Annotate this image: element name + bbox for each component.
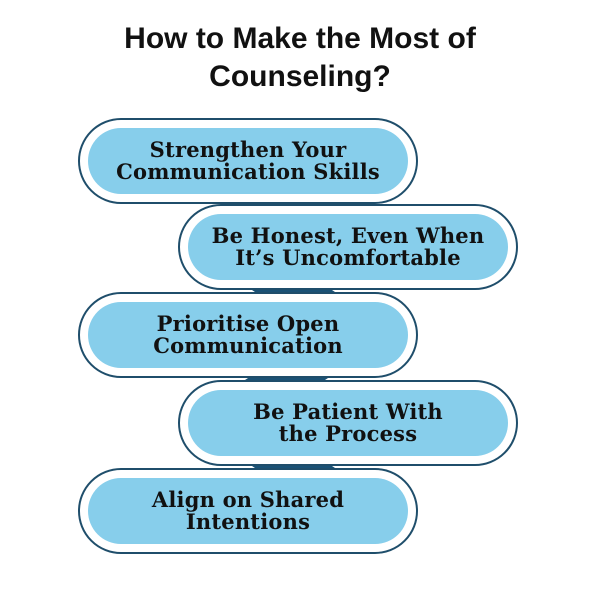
step-1-line-1: Strengthen Your bbox=[149, 137, 347, 162]
step-2-text: Be Honest, Even When It’s Uncomfortable bbox=[212, 225, 485, 269]
step-2-line-2: It’s Uncomfortable bbox=[235, 245, 461, 270]
step-1-text: Strengthen Your Communication Skills bbox=[116, 139, 380, 183]
step-2: Be Honest, Even When It’s Uncomfortable bbox=[178, 204, 518, 290]
step-5-text: Align on Shared Intentions bbox=[152, 489, 344, 533]
step-3: Prioritise Open Communication bbox=[78, 292, 418, 378]
step-3-line-2: Communication bbox=[153, 333, 343, 358]
step-1-line-2: Communication Skills bbox=[116, 159, 380, 184]
step-2-line-1: Be Honest, Even When bbox=[211, 223, 485, 248]
title-line-1: How to Make the Most of bbox=[124, 22, 476, 55]
step-4-line-1: Be Patient With bbox=[253, 399, 443, 424]
step-4-fill: Be Patient With the Process bbox=[188, 390, 508, 456]
step-5: Align on Shared Intentions bbox=[78, 468, 418, 554]
step-4: Be Patient With the Process bbox=[178, 380, 518, 466]
step-3-fill: Prioritise Open Communication bbox=[88, 302, 408, 368]
step-1: Strengthen Your Communication Skills bbox=[78, 118, 418, 204]
step-1-fill: Strengthen Your Communication Skills bbox=[88, 128, 408, 194]
step-5-line-1: Align on Shared bbox=[151, 487, 345, 512]
title-line-2: Counseling? bbox=[209, 60, 391, 93]
step-4-line-2: the Process bbox=[278, 421, 418, 446]
step-4-text: Be Patient With the Process bbox=[253, 401, 443, 445]
step-5-fill: Align on Shared Intentions bbox=[88, 478, 408, 544]
step-3-text: Prioritise Open Communication bbox=[153, 313, 343, 357]
page-title: How to Make the Most of Counseling? bbox=[0, 20, 600, 96]
step-2-fill: Be Honest, Even When It’s Uncomfortable bbox=[188, 214, 508, 280]
step-5-line-2: Intentions bbox=[185, 509, 311, 534]
step-3-line-1: Prioritise Open bbox=[156, 311, 340, 336]
